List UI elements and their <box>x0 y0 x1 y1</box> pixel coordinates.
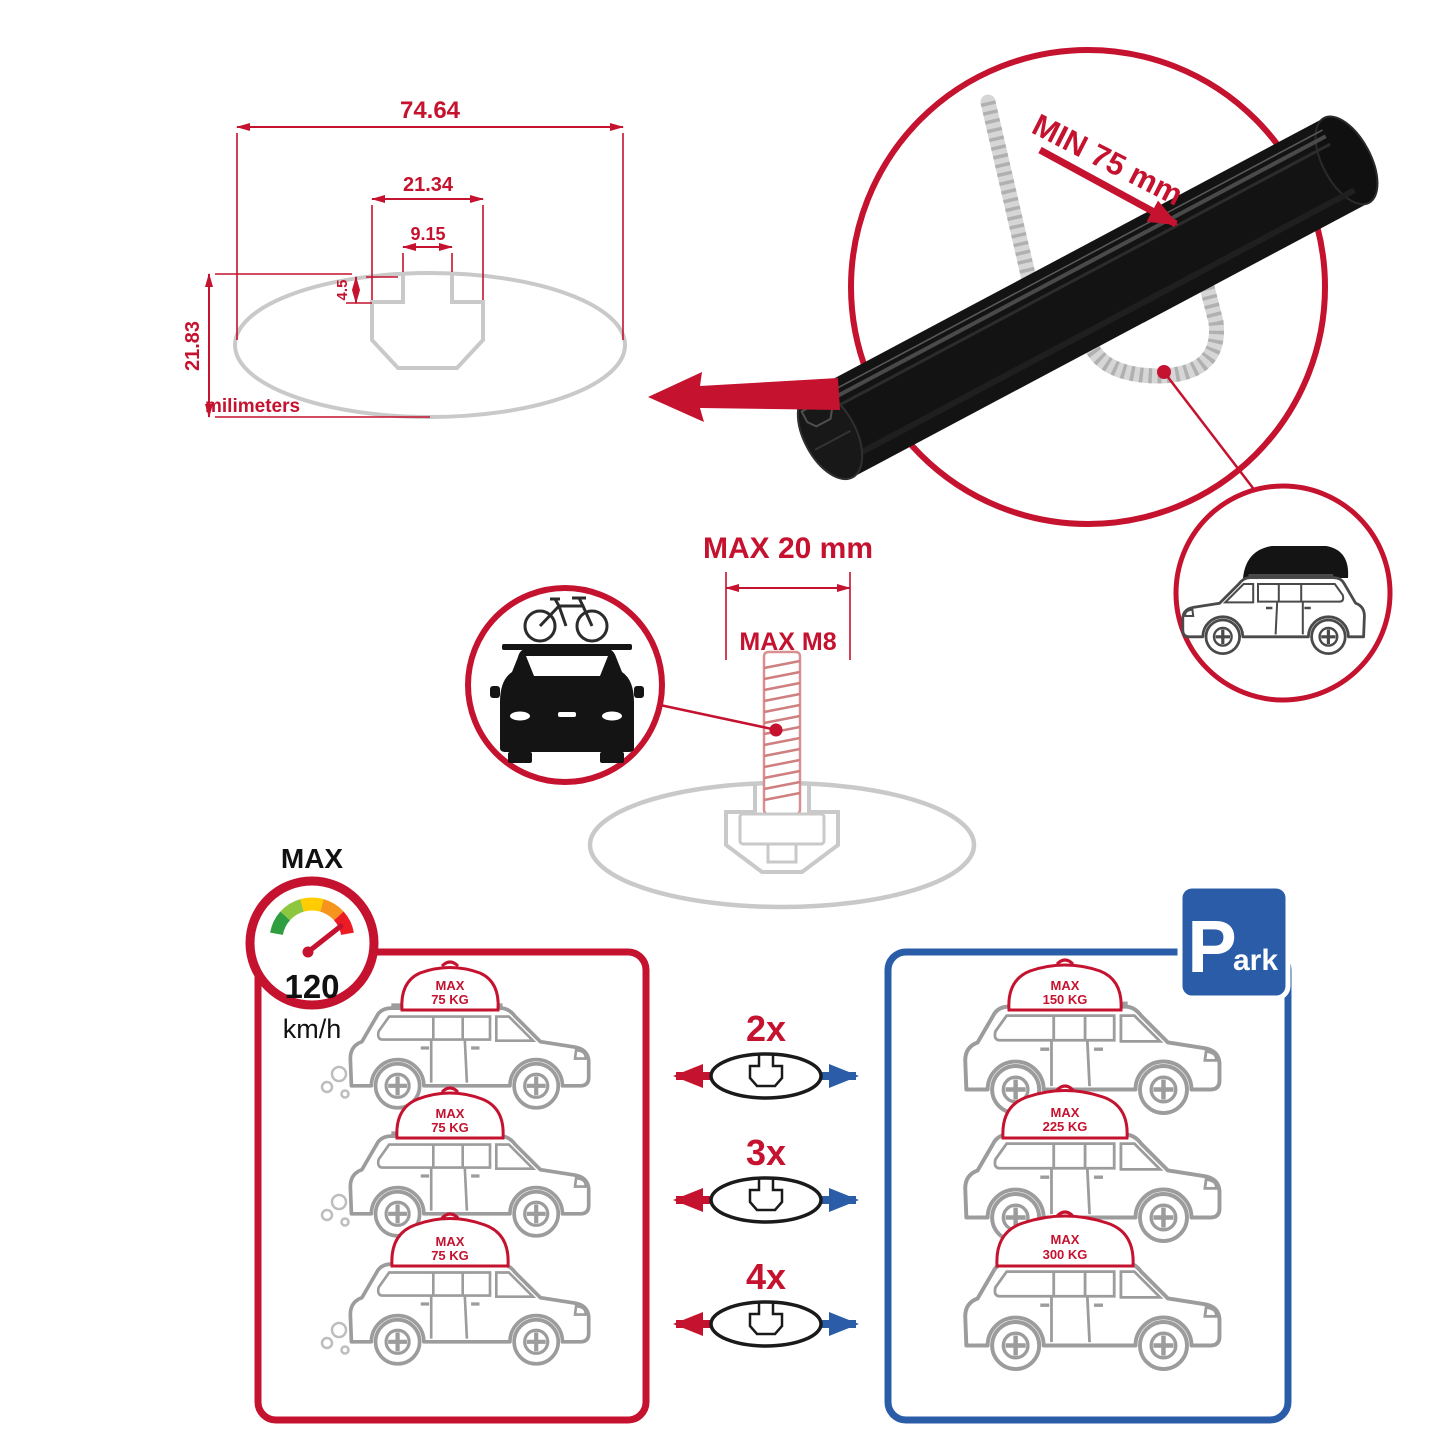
crossbar-section-icon <box>709 1052 823 1100</box>
roofbox-car-circle <box>1173 483 1393 703</box>
load-value-label: 300 KG <box>1043 1247 1088 1262</box>
t-slot-channel <box>724 784 840 874</box>
crossbar-detail-circle: MIN 75 mm <box>796 47 1379 527</box>
bike-icon <box>523 596 609 643</box>
gauge-title: MAX <box>281 843 344 874</box>
dim-slot-depth: 4.5 <box>334 280 351 301</box>
crossbar-section-icon <box>709 1300 823 1348</box>
cargo-box: MAX 75 KG <box>400 960 500 1012</box>
t-bolt-icon <box>738 650 826 864</box>
gauge-needle-icon <box>305 923 344 955</box>
crossbar-profile-diagram: 74.64 21.34 9.15 4.5 21.83 milimeters <box>182 97 627 419</box>
parking-sign-p: P <box>1187 905 1236 988</box>
crossbar-icon <box>796 115 1379 481</box>
load-max-label: MAX <box>436 1234 465 1249</box>
quantity-label: 3x <box>746 1132 786 1173</box>
gauge-units: km/h <box>283 1014 342 1044</box>
gauge-needle-pivot <box>302 946 314 958</box>
cargo-box: MAX 300 KG <box>995 1210 1135 1268</box>
parking-panel: MAX 150 KG MAX 225 KG MAX 300 KG <box>965 958 1219 1369</box>
quantity-label: 4x <box>746 1256 786 1297</box>
units-label: milimeters <box>205 396 300 417</box>
gauge-value: 120 <box>284 968 339 1005</box>
leader-dot <box>769 723 783 737</box>
bike-car-circle <box>465 585 665 785</box>
load-value-label: 225 KG <box>1043 1119 1088 1134</box>
driving-panel: MAX 75 KG MAX 75 KG MAX 75 KG <box>320 960 589 1364</box>
load-max-label: MAX <box>1051 1105 1080 1120</box>
t-slot-channel <box>370 274 485 370</box>
min-clearance-arrow <box>1038 146 1179 228</box>
cargo-box: MAX 225 KG <box>1001 1084 1129 1140</box>
load-max-label: MAX <box>436 978 465 993</box>
car-front-icon <box>490 648 644 763</box>
bolt-max-length-label: MAX 20 mm <box>703 532 873 565</box>
load-max-label: MAX <box>1051 978 1080 993</box>
leader-line <box>659 703 773 731</box>
quantity-label: 2x <box>746 1008 786 1049</box>
dim-channel-width: 21.34 <box>403 174 454 196</box>
speed-limit-gauge: MAX 120 km/h <box>245 843 379 1044</box>
load-value-label: 75 KG <box>431 1248 469 1263</box>
crossbar-section-icon <box>709 1176 823 1224</box>
dim-overall-height: 21.83 <box>182 321 204 371</box>
load-value-label: 75 KG <box>431 992 469 1007</box>
cargo-box: MAX 75 KG <box>390 1212 510 1268</box>
quantity-rows: 2x 3x 4x <box>673 1008 859 1348</box>
load-value-label: 75 KG <box>431 1120 469 1135</box>
dim-slot-width: 9.15 <box>410 224 445 244</box>
leader-line <box>1163 371 1257 493</box>
gauge-arc-icon <box>270 897 354 936</box>
detail-to-profile-arrow <box>648 372 840 422</box>
load-max-label: MAX <box>1051 1232 1080 1247</box>
exhaust-puffs-icon <box>320 1065 350 1355</box>
parking-sign-ark: ark <box>1233 944 1278 977</box>
cargo-box: MAX 75 KG <box>395 1086 505 1140</box>
bolt-dimension-diagram: MAX 20 mm MAX M8 <box>587 532 977 910</box>
load-max-label: MAX <box>436 1106 465 1121</box>
cargo-box: MAX 150 KG <box>1007 958 1123 1012</box>
load-value-label: 150 KG <box>1043 992 1088 1007</box>
parking-sign: P ark <box>1177 883 1291 1001</box>
dim-overall-width: 74.64 <box>400 97 461 124</box>
roof-cargo-box-icon <box>1243 546 1349 578</box>
